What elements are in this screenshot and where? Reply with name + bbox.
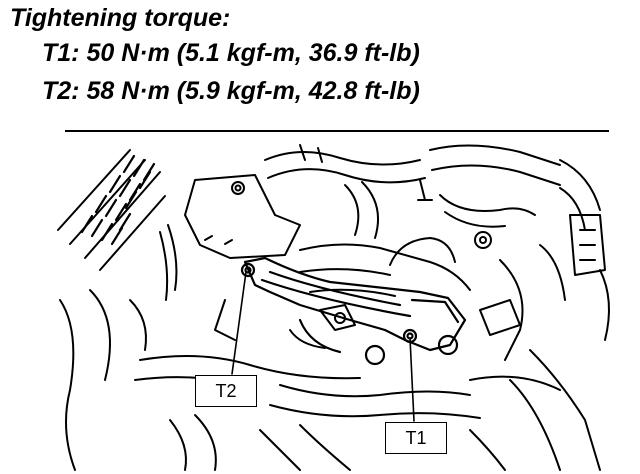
lower-hoses (129, 299, 561, 471)
engine-mount-bracket (240, 256, 467, 366)
header-divider (65, 130, 609, 132)
torque-spec-t2: T2: 58 N·m (5.9 kgf-m, 42.8 ft-lb) (42, 77, 420, 105)
callout-t2: T2 (195, 375, 257, 407)
callout-t1: T1 (385, 422, 447, 454)
grille-hatching (80, 154, 156, 246)
torque-spec-t1: T1: 50 N·m (5.1 kgf-m, 36.9 ft-lb) (42, 39, 420, 67)
right-components (479, 214, 610, 471)
upper-hoses (264, 144, 601, 249)
intake-manifold (289, 237, 471, 349)
diagram-title: Tightening torque: (10, 4, 231, 32)
fender-outline (57, 149, 166, 471)
upper-bracket (159, 174, 301, 301)
leader-lines (231, 271, 415, 422)
